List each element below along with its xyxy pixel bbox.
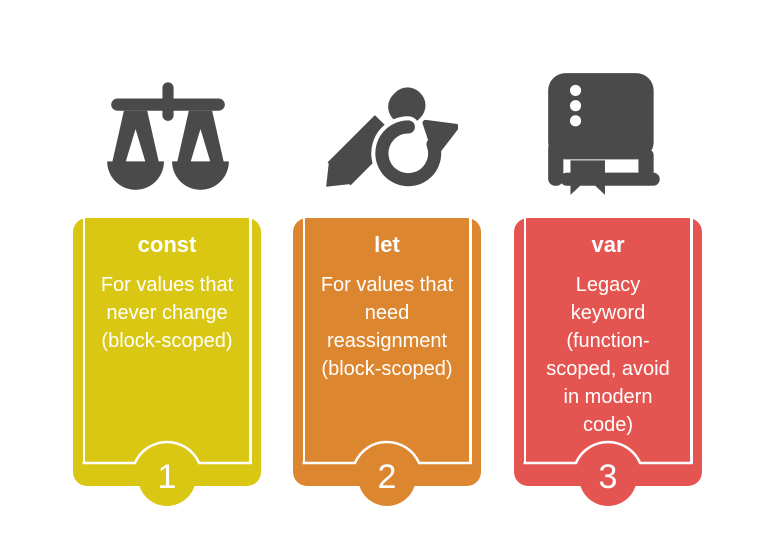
card-notch-border: [302, 440, 472, 465]
card-inner-border: [690, 218, 693, 464]
keyword-description: Legacy keyword (function- scoped, avoid …: [546, 274, 670, 436]
step-number-badge: 2: [358, 448, 416, 506]
card-notch-border: [523, 440, 693, 465]
keyword-description: For values that never change (block-scop…: [100, 274, 234, 352]
keyword-title: let: [374, 232, 400, 257]
card-inner-border: [523, 218, 526, 464]
keyword-title: const: [137, 232, 197, 257]
card-var: var Legacy keyword (function- scoped, av…: [514, 218, 702, 506]
card-inner-border: [249, 218, 252, 464]
card-inner-border: [469, 218, 472, 464]
pencil-refresh-icon: [326, 87, 458, 191]
card-const: const For values that never change (bloc…: [73, 218, 261, 506]
card-let: let For values that need reassignment (b…: [293, 218, 481, 506]
card-inner-border: [82, 218, 85, 464]
keyword-description: For values that need reassignment (block…: [320, 274, 454, 380]
balance-scale-icon: [107, 82, 229, 190]
card-notch-border: [82, 440, 252, 465]
step-number-badge: 1: [138, 448, 196, 506]
column-let: let For values that need reassignment (b…: [293, 0, 481, 541]
column-var: var Legacy keyword (function- scoped, av…: [514, 0, 702, 541]
card-inner-border: [302, 218, 305, 464]
book-icon: [548, 73, 660, 195]
step-number-badge: 3: [579, 448, 637, 506]
column-const: const For values that never change (bloc…: [73, 0, 261, 541]
keyword-title: var: [591, 232, 625, 257]
